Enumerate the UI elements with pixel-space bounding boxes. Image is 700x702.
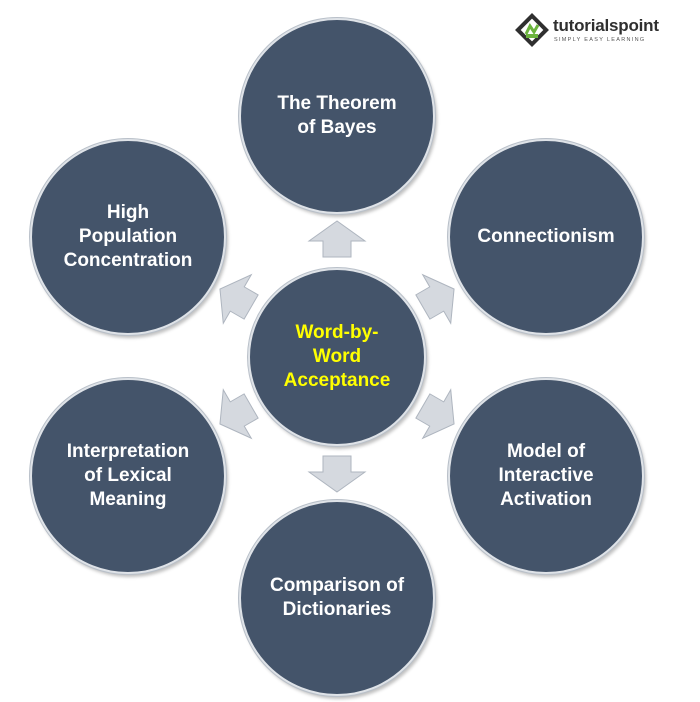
arrow-to-upper-right <box>415 273 455 325</box>
node-upper-right: Connectionism <box>448 139 644 335</box>
node-lower-left-label: Interpretation of Lexical Meaning <box>66 441 190 510</box>
node-upper-left-label: High Population Concentration <box>63 202 193 271</box>
arrow-to-bottom <box>307 455 367 493</box>
node-center: Word-by- Word Acceptance <box>248 268 426 446</box>
arrow-to-lower-right <box>415 388 455 440</box>
logo-tagline: SIMPLY EASY LEARNING <box>554 37 646 43</box>
node-upper-left: High Population Concentration <box>30 139 226 335</box>
logo-diamond-icon <box>515 13 549 47</box>
logo-name: tutorialspoint <box>553 16 659 35</box>
node-lower-right: Model of Interactive Activation <box>448 378 644 574</box>
node-center-label: Word-by- Word Acceptance <box>283 322 391 391</box>
tutorialspoint-logo: tutorialspoint SIMPLY EASY LEARNING <box>514 12 664 50</box>
node-bottom: Comparison of Dictionaries <box>239 500 435 696</box>
node-top: The Theorem of Bayes <box>239 18 435 214</box>
arrow-to-lower-left <box>219 388 259 440</box>
arrow-to-top <box>307 220 367 258</box>
node-lower-left: Interpretation of Lexical Meaning <box>30 378 226 574</box>
node-upper-right-label: Connectionism <box>477 226 615 247</box>
node-bottom-label: Comparison of Dictionaries <box>269 575 405 620</box>
node-top-label: The Theorem of Bayes <box>277 93 397 138</box>
arrow-to-upper-left <box>219 273 259 325</box>
node-lower-right-label: Model of Interactive Activation <box>498 441 594 510</box>
